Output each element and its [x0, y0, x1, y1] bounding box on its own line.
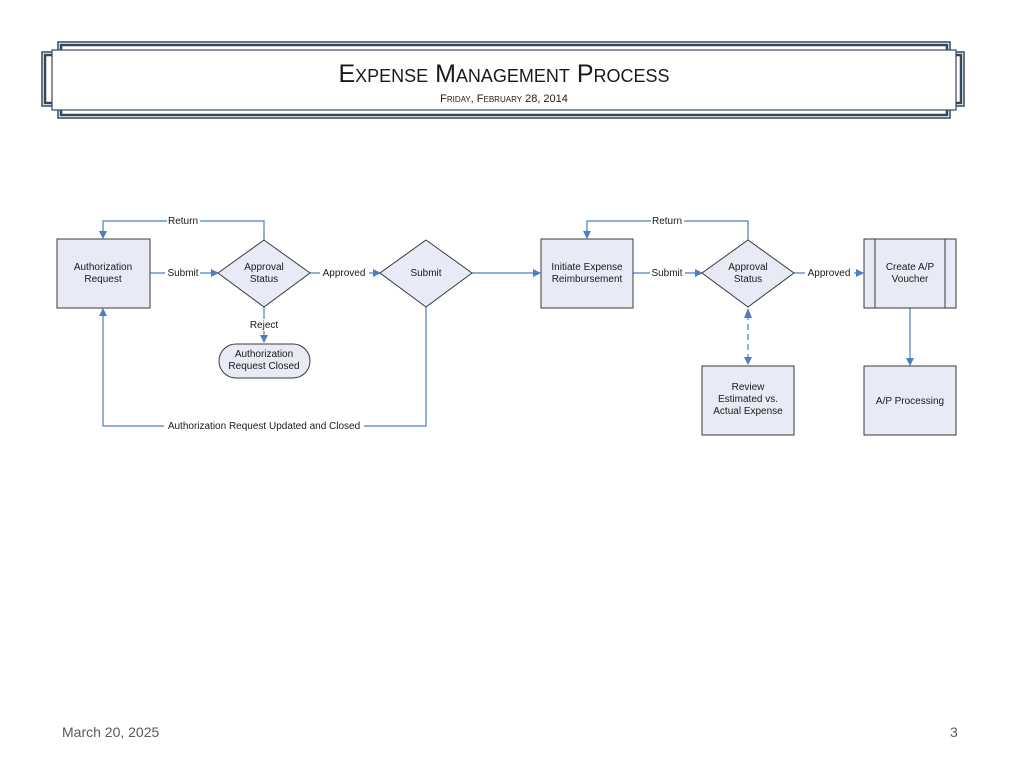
closed-line-1: Authorization: [235, 349, 293, 360]
label-updated-closed: Authorization Request Updated and Closed: [168, 421, 360, 432]
page-title: Expense Management Process: [338, 60, 669, 88]
auth-request-line-1: Authorization: [74, 262, 132, 273]
node-authorization-request: [56, 238, 151, 309]
edge-labels: Return Submit Approved Reject Authorizat…: [164, 215, 854, 432]
label-approved-2: Approved: [808, 268, 851, 279]
node-review-expense: [701, 365, 795, 436]
node-authorization-request-closed: [218, 343, 311, 379]
arrowhead-up-icon: [744, 308, 752, 318]
label-submit-2: Submit: [651, 268, 682, 279]
label-reject: Reject: [250, 320, 279, 331]
footer-date: March 20, 2025: [62, 724, 160, 740]
voucher-line-2: Voucher: [892, 274, 929, 285]
nodes: [56, 238, 957, 436]
node-submit-decision: [379, 239, 473, 308]
approval-2-line-2: Status: [734, 274, 762, 285]
review-line-2: Estimated vs.: [718, 394, 778, 405]
initiate-line-1: Initiate Expense: [551, 262, 623, 273]
approval-2-line-1: Approval: [728, 262, 767, 273]
node-initiate-reimbursement: [540, 238, 634, 309]
approval-1-line-2: Status: [250, 274, 278, 285]
review-line-3: Actual Expense: [713, 406, 783, 417]
arrowhead-down-icon: [744, 357, 752, 365]
review-line-1: Review: [732, 382, 766, 393]
label-return-2: Return: [652, 216, 682, 227]
initiate-line-2: Reimbursement: [552, 274, 623, 285]
node-ap-processing: [863, 365, 957, 436]
auth-request-line-2: Request: [84, 274, 121, 285]
ap-processing-label: A/P Processing: [876, 396, 944, 407]
node-approval-status-1: [217, 239, 311, 308]
node-labels: Authorization Request Approval Status Su…: [74, 262, 944, 417]
page-number: 3: [950, 724, 958, 740]
page-subtitle: Friday, February 28, 2014: [440, 93, 568, 105]
node-approval-status-2: [701, 239, 795, 308]
title-banner: Expense Management Process Friday, Febru…: [41, 41, 965, 119]
voucher-line-1: Create A/P: [886, 262, 935, 273]
label-submit-1: Submit: [167, 268, 198, 279]
label-approved-1: Approved: [323, 268, 366, 279]
label-return-1: Return: [168, 216, 198, 227]
closed-line-2: Request Closed: [228, 361, 299, 372]
submit-decision-label: Submit: [410, 268, 441, 279]
approval-1-line-1: Approval: [244, 262, 283, 273]
node-create-voucher: [863, 238, 957, 309]
